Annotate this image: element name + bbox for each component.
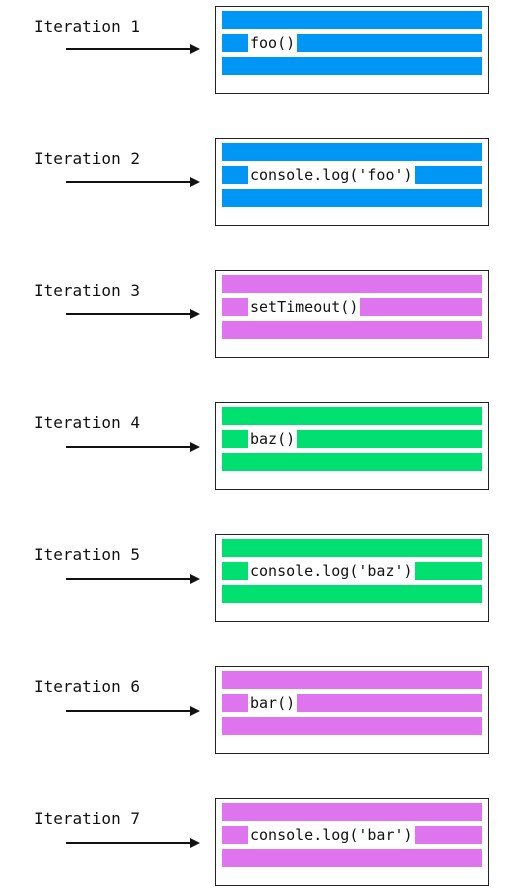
iteration-label: Iteration 3 [34, 281, 140, 300]
stack-band: baz() [222, 430, 482, 448]
iteration-label: Iteration 4 [34, 413, 140, 432]
call-stack-frame: console.log('baz') [215, 534, 489, 622]
iteration-label: Iteration 1 [34, 17, 140, 36]
call-stack-frame: foo() [215, 6, 489, 94]
stack-band [222, 189, 482, 207]
stack-band [222, 11, 482, 29]
stack-band: foo() [222, 34, 482, 52]
stack-band [222, 849, 482, 867]
stack-call-code: setTimeout() [248, 298, 361, 316]
iteration-label: Iteration 2 [34, 149, 140, 168]
arrow-right-icon [66, 309, 200, 319]
stack-band [222, 321, 482, 339]
stack-band: console.log('foo') [222, 166, 482, 184]
stack-band [222, 671, 482, 689]
stack-band: setTimeout() [222, 298, 482, 316]
stack-band: bar() [222, 694, 482, 712]
stack-band [222, 453, 482, 471]
call-stack-frame: baz() [215, 402, 489, 490]
call-stack-frame: bar() [215, 666, 489, 754]
call-stack-frame: setTimeout() [215, 270, 489, 358]
stack-band [222, 585, 482, 603]
stack-band [222, 143, 482, 161]
arrow-right-icon [66, 574, 200, 584]
stack-call-code: console.log('foo') [248, 166, 415, 184]
stack-band [222, 539, 482, 557]
arrow-right-icon [66, 177, 200, 187]
stack-band: console.log('bar') [222, 826, 482, 844]
arrow-right-icon [66, 838, 200, 848]
arrow-right-icon [66, 44, 200, 54]
stack-call-code: console.log('bar') [248, 826, 415, 844]
stack-call-code: console.log('baz') [248, 562, 415, 580]
stack-call-code: foo() [248, 34, 298, 52]
stack-call-code: bar() [248, 694, 298, 712]
stack-band [222, 275, 482, 293]
iteration-label: Iteration 5 [34, 545, 140, 564]
call-stack-frame: console.log('bar') [215, 798, 489, 886]
stack-band [222, 717, 482, 735]
stack-call-code: baz() [248, 430, 298, 448]
stack-band: console.log('baz') [222, 562, 482, 580]
arrow-right-icon [66, 442, 200, 452]
call-stack-frame: console.log('foo') [215, 138, 489, 226]
stack-band [222, 57, 482, 75]
stack-band [222, 407, 482, 425]
stack-band [222, 803, 482, 821]
iteration-label: Iteration 7 [34, 809, 140, 828]
iteration-label: Iteration 6 [34, 677, 140, 696]
arrow-right-icon [66, 706, 200, 716]
